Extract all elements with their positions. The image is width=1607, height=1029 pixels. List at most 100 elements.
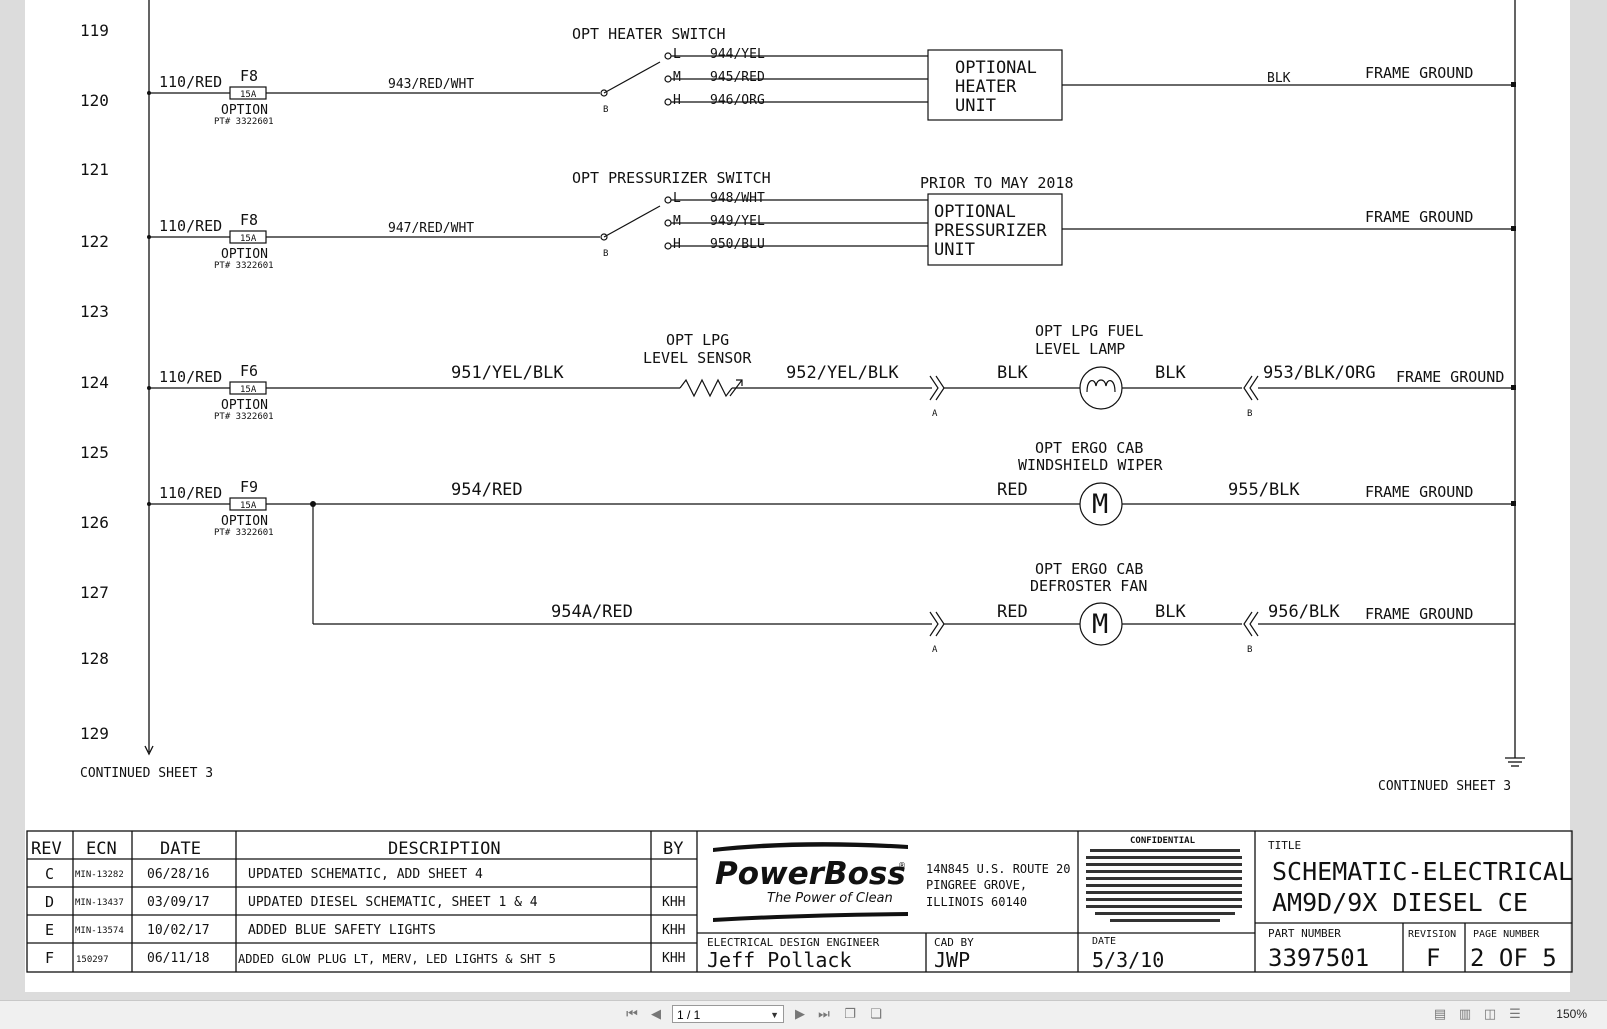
wire-label: 947/RED/WHT xyxy=(388,221,474,236)
sensor-title: LEVEL SENSOR xyxy=(643,349,752,367)
fuse-rating: 15A xyxy=(240,234,257,244)
wire-label: 943/RED/WHT xyxy=(388,77,474,92)
connector-a: A xyxy=(932,645,938,655)
sensor-title: OPT LPG xyxy=(666,331,729,349)
unit-line: OPTIONAL xyxy=(955,58,1037,78)
tap-wire: 944/YEL xyxy=(710,47,765,62)
heater-switch-title: OPT HEATER SWITCH xyxy=(572,25,726,43)
title-label: TITLE xyxy=(1268,839,1301,852)
rev-cell: C xyxy=(45,865,54,883)
single-page-icon[interactable]: ▤ xyxy=(1433,1007,1447,1022)
powerboss-logo: PowerBoss ® The Power of Clean xyxy=(713,842,908,922)
wire-color: RED xyxy=(997,480,1028,500)
motor-symbol: M xyxy=(1092,489,1108,520)
motor-symbol: M xyxy=(1092,609,1108,640)
zoom-level[interactable]: 150% xyxy=(1556,1007,1587,1021)
title-block: PowerBoss ® The Power of Clean 14N845 U.… xyxy=(697,831,1573,972)
frame-ground: FRAME GROUND xyxy=(1365,208,1473,226)
rev-cell: E xyxy=(45,921,54,939)
frame-ground: FRAME GROUND xyxy=(1365,64,1473,82)
unit-line: OPTIONAL xyxy=(934,202,1016,222)
date-label: DATE xyxy=(1092,936,1116,947)
last-page-icon[interactable]: ⏭ xyxy=(818,1007,830,1022)
copy-page-icon[interactable]: ❐ xyxy=(844,1007,856,1022)
logo-text: PowerBoss xyxy=(715,856,906,892)
tap-wire: 945/RED xyxy=(710,70,765,85)
part-ref: PT# 3322601 xyxy=(214,528,274,538)
tap-label: M xyxy=(673,70,681,85)
drawing-date: 5/3/10 xyxy=(1092,948,1164,972)
tap-label: L xyxy=(673,191,681,206)
tap-wire: 946/ORG xyxy=(710,93,765,108)
frame-ground: FRAME GROUND xyxy=(1365,483,1473,501)
feed-wire: 110/RED xyxy=(159,368,222,386)
wire-label: 955/BLK xyxy=(1228,480,1300,500)
engineer-name: Jeff Pollack xyxy=(707,948,852,972)
date-cell: 03/09/17 xyxy=(147,895,210,910)
page-number-field[interactable]: 1 / 1 ▼ xyxy=(672,1005,784,1023)
lamp-title: LEVEL LAMP xyxy=(1035,340,1125,358)
description-cell: UPDATED SCHEMATIC, ADD SHEET 4 xyxy=(248,867,483,882)
chevron-down-icon[interactable]: ▼ xyxy=(770,1010,779,1020)
part-ref: PT# 3322601 xyxy=(214,117,274,127)
paste-page-icon[interactable]: ❏ xyxy=(870,1007,882,1022)
wiper-circuit: 110/RED F9 15A OPTION PT# 3322601 954/RE… xyxy=(147,439,1516,624)
switch-b-label: B xyxy=(603,249,608,259)
engineer-label: ELECTRICAL DESIGN ENGINEER xyxy=(707,936,880,949)
fuse-label: F9 xyxy=(240,478,258,496)
by-cell: KHH xyxy=(662,923,685,938)
tap-label: M xyxy=(673,214,681,229)
part-ref: PT# 3322601 xyxy=(214,261,274,271)
pressurizer-circuit: OPT PRESSURIZER SWITCH PRIOR TO MAY 2018… xyxy=(147,169,1516,271)
address-line: 14N845 U.S. ROUTE 20 xyxy=(926,862,1071,876)
feed-wire: 110/RED xyxy=(159,484,222,502)
continuous-page-icon[interactable]: ▥ xyxy=(1458,1007,1472,1022)
tap-wire: 948/WHT xyxy=(710,191,765,206)
tap-label: H xyxy=(673,93,681,108)
wire-color: BLK xyxy=(1155,363,1186,383)
description-cell: ADDED BLUE SAFETY LIGHTS xyxy=(248,923,436,938)
cad-label: CAD BY xyxy=(934,936,974,949)
feed-wire: 110/RED xyxy=(159,73,222,91)
date-cell: 06/28/16 xyxy=(147,867,210,882)
unit-line: HEATER xyxy=(955,77,1017,97)
row-number: 123 xyxy=(80,302,109,321)
cover-page-icon[interactable]: ☰ xyxy=(1509,1007,1521,1022)
unit-line: PRESSURIZER xyxy=(934,221,1047,241)
page-number-label: PAGE NUMBER xyxy=(1473,929,1540,940)
connector-a: A xyxy=(932,409,938,419)
defroster-circuit: 954A/RED OPT ERGO CAB DEFROSTER FAN A RE… xyxy=(313,560,1515,655)
unit-line: UNIT xyxy=(955,96,996,116)
frame-ground: FRAME GROUND xyxy=(1365,605,1473,623)
connector-b: B xyxy=(1247,645,1252,655)
description-header: DESCRIPTION xyxy=(388,839,501,859)
first-page-icon[interactable]: ⏮ xyxy=(626,1007,638,1022)
continued-right: CONTINUED SHEET 3 xyxy=(1378,779,1511,794)
feed-wire: 110/RED xyxy=(159,217,222,235)
row-number: 120 xyxy=(80,91,109,110)
address-line: PINGREE GROVE, xyxy=(926,878,1027,892)
facing-page-icon[interactable]: ◫ xyxy=(1483,1007,1497,1022)
option-label: OPTION xyxy=(221,247,268,262)
row-number: 122 xyxy=(80,232,109,251)
confidential-notice: CONFIDENTIAL xyxy=(1086,836,1242,922)
prev-page-icon[interactable]: ◀ xyxy=(651,1007,661,1022)
prior-note: PRIOR TO MAY 2018 xyxy=(920,174,1074,192)
connector-b: B xyxy=(1247,409,1252,419)
wiper-title: OPT ERGO CAB xyxy=(1035,439,1143,457)
row-number: 127 xyxy=(80,583,109,602)
pressurizer-switch-title: OPT PRESSURIZER SWITCH xyxy=(572,169,771,187)
by-cell: KHH xyxy=(662,951,685,966)
address-line: ILLINOIS 60140 xyxy=(926,895,1027,909)
fuse-rating: 15A xyxy=(240,501,257,511)
option-label: OPTION xyxy=(221,514,268,529)
table-row: D MIN-13437 03/09/17 UPDATED DIESEL SCHE… xyxy=(45,893,685,911)
table-row: E MIN-13574 10/02/17 ADDED BLUE SAFETY L… xyxy=(45,921,685,939)
next-page-icon[interactable]: ▶ xyxy=(795,1007,805,1022)
description-cell: ADDED GLOW PLUG LT, MERV, LED LIGHTS & S… xyxy=(238,952,556,966)
ecn-cell: MIN-13282 xyxy=(75,870,124,880)
revision-value: F xyxy=(1426,944,1440,972)
document-viewer: 119 120 121 122 123 124 125 126 127 128 … xyxy=(0,0,1607,1000)
by-header: BY xyxy=(663,839,683,859)
ecn-header: ECN xyxy=(86,839,117,859)
